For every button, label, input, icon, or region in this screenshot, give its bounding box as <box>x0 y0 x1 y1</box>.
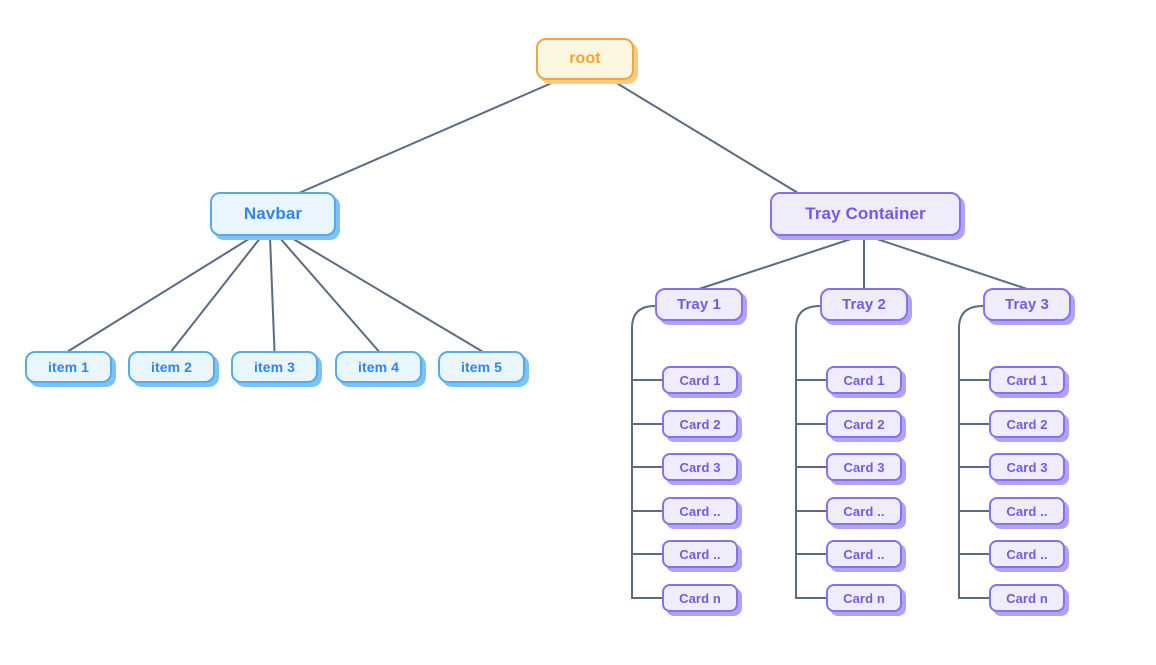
node-tray-1-card-4[interactable]: Card .. <box>662 497 738 525</box>
node-tray-3-card-5[interactable]: Card .. <box>989 540 1065 568</box>
node-root[interactable]: root <box>536 38 634 80</box>
edge-root-navbar <box>298 78 562 194</box>
node-tray-3-card-2[interactable]: Card 2 <box>989 410 1065 438</box>
edge-navbar-item-1 <box>67 236 253 352</box>
node-tray-2-card-6[interactable]: Card n <box>826 584 902 612</box>
edge-root-tray-container <box>609 78 799 194</box>
node-tray-1-card-2[interactable]: Card 2 <box>662 410 738 438</box>
edge-tray-3-bracket <box>958 305 984 599</box>
node-tray-3-card-4[interactable]: Card .. <box>989 497 1065 525</box>
edge-navbar-item-2 <box>170 236 262 352</box>
edge-navbar-item-5 <box>289 236 483 352</box>
edge-tray-container-tray-1 <box>698 236 858 290</box>
node-tray-3-card-3[interactable]: Card 3 <box>989 453 1065 481</box>
node-item-3[interactable]: item 3 <box>231 351 318 383</box>
node-item-1[interactable]: item 1 <box>25 351 112 383</box>
edge-tray-1-bracket <box>631 305 656 599</box>
edge-navbar-item-4 <box>278 236 380 352</box>
node-navbar[interactable]: Navbar <box>210 192 336 236</box>
edge-navbar-item-3 <box>269 236 276 352</box>
node-tray-1-card-1[interactable]: Card 1 <box>662 366 738 394</box>
node-tray-3[interactable]: Tray 3 <box>983 288 1071 321</box>
node-tray-2-card-5[interactable]: Card .. <box>826 540 902 568</box>
node-tray-3-card-1[interactable]: Card 1 <box>989 366 1065 394</box>
node-tray-2-card-3[interactable]: Card 3 <box>826 453 902 481</box>
edge-tray-container-tray-3 <box>870 236 1028 290</box>
node-tray-2-card-2[interactable]: Card 2 <box>826 410 902 438</box>
node-tray-1-card-3[interactable]: Card 3 <box>662 453 738 481</box>
node-tray-1-card-5[interactable]: Card .. <box>662 540 738 568</box>
node-tray-1-card-6[interactable]: Card n <box>662 584 738 612</box>
node-tray-2-card-1[interactable]: Card 1 <box>826 366 902 394</box>
node-item-2[interactable]: item 2 <box>128 351 215 383</box>
node-item-5[interactable]: item 5 <box>438 351 525 383</box>
node-tray-2[interactable]: Tray 2 <box>820 288 908 321</box>
node-tray-3-card-6[interactable]: Card n <box>989 584 1065 612</box>
edge-tray-2-bracket <box>795 305 821 599</box>
node-item-4[interactable]: item 4 <box>335 351 422 383</box>
node-tray-container[interactable]: Tray Container <box>770 192 961 236</box>
node-tray-2-card-4[interactable]: Card .. <box>826 497 902 525</box>
node-tray-1[interactable]: Tray 1 <box>655 288 743 321</box>
